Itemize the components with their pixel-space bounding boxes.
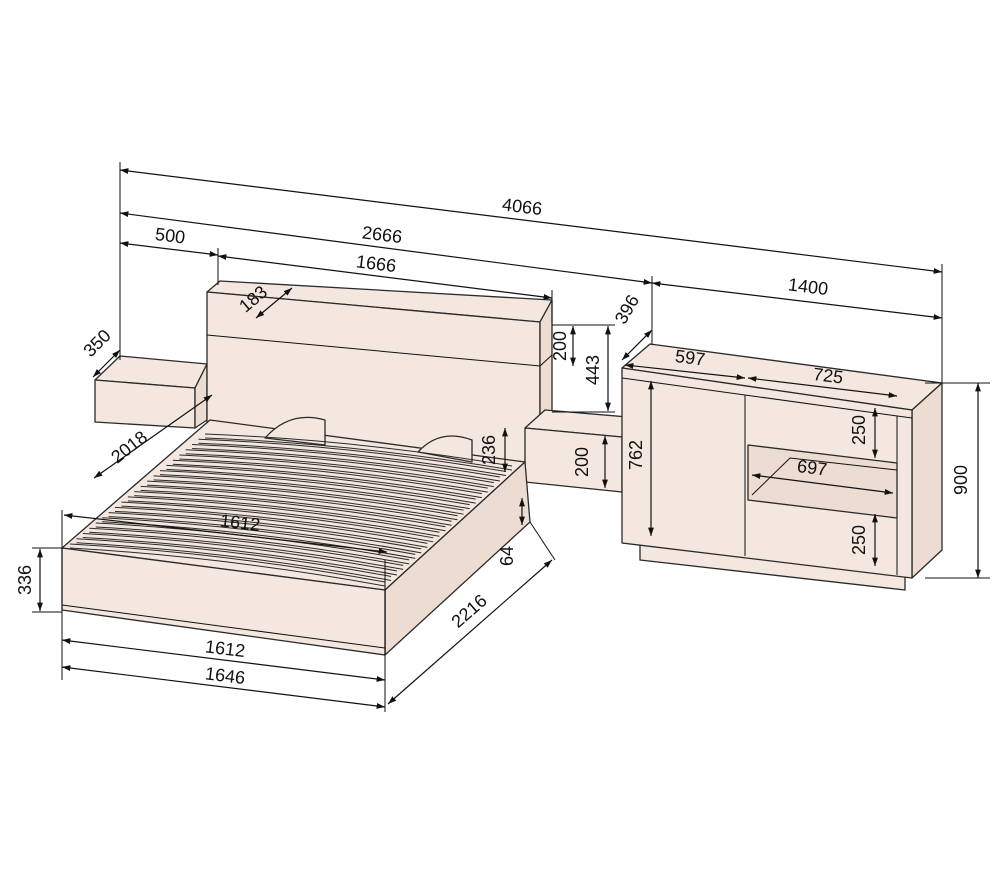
slat bbox=[153, 475, 464, 515]
dim-line-1646 bbox=[61, 665, 386, 709]
label-dresser-depth: 396 bbox=[611, 291, 643, 327]
label-drawer-bottom-height: 250 bbox=[849, 525, 869, 555]
label-bed-total-length: 2216 bbox=[448, 590, 491, 631]
lift-mechanism-right bbox=[417, 435, 473, 463]
dim-line-2666 bbox=[119, 211, 653, 285]
slat bbox=[198, 438, 507, 477]
dim-line-725 bbox=[747, 376, 898, 398]
dim-line-500 bbox=[119, 241, 219, 257]
dim-line-1666 bbox=[217, 254, 553, 300]
dim-line-396 bbox=[621, 329, 653, 361]
label-dresser-height: 900 bbox=[951, 465, 971, 495]
left-nightstand bbox=[94, 355, 208, 429]
dim-line-2216 bbox=[387, 559, 553, 705]
label-dresser-width: 1400 bbox=[787, 274, 829, 299]
dim-line-4066 bbox=[119, 168, 943, 274]
slat bbox=[204, 433, 513, 471]
slat bbox=[179, 454, 488, 493]
dim-line-697 bbox=[751, 473, 894, 495]
label-headboard-width: 1666 bbox=[355, 251, 397, 276]
slat bbox=[147, 480, 458, 521]
label-headboard-shelf-height: 200 bbox=[550, 331, 570, 361]
label-bed-headboard-span: 2666 bbox=[361, 222, 403, 247]
label-drawer-top-height: 250 bbox=[849, 415, 869, 445]
dimension-lines bbox=[37, 168, 981, 709]
slat bbox=[192, 443, 500, 482]
slat bbox=[185, 449, 494, 488]
dim-line-183 bbox=[255, 287, 293, 319]
label-dresser-drawer-width: 725 bbox=[812, 364, 844, 388]
dim-line-1612-inner bbox=[63, 513, 388, 554]
label-headboard-height: 443 bbox=[583, 355, 603, 385]
label-plinth-height: 64 bbox=[497, 546, 517, 566]
slat bbox=[134, 491, 446, 532]
dim-line-2018 bbox=[93, 394, 213, 479]
label-nightstand-mount-height: 236 bbox=[479, 435, 499, 465]
label-bed-inner-width: 1612 bbox=[204, 636, 246, 661]
slat bbox=[172, 459, 482, 499]
slat bbox=[140, 485, 452, 526]
label-dresser-door-width: 597 bbox=[674, 346, 706, 370]
dresser bbox=[621, 343, 943, 591]
label-mattress-width: 1612 bbox=[219, 510, 261, 535]
label-nightstand-width: 500 bbox=[154, 224, 186, 248]
label-total-width: 4066 bbox=[501, 194, 543, 219]
label-bed-total-width: 1646 bbox=[204, 663, 246, 688]
label-bed-length: 2018 bbox=[107, 427, 151, 467]
label-nightstand-height: 200 bbox=[572, 447, 592, 477]
label-bed-frame-height: 336 bbox=[15, 565, 35, 595]
dim-line-350 bbox=[92, 349, 121, 378]
label-niche-width: 697 bbox=[796, 456, 828, 480]
label-nightstand-depth: 350 bbox=[79, 325, 114, 360]
label-dresser-door-height: 762 bbox=[626, 440, 646, 470]
dim-line-1400 bbox=[651, 281, 943, 320]
dim-line-597 bbox=[624, 362, 746, 381]
